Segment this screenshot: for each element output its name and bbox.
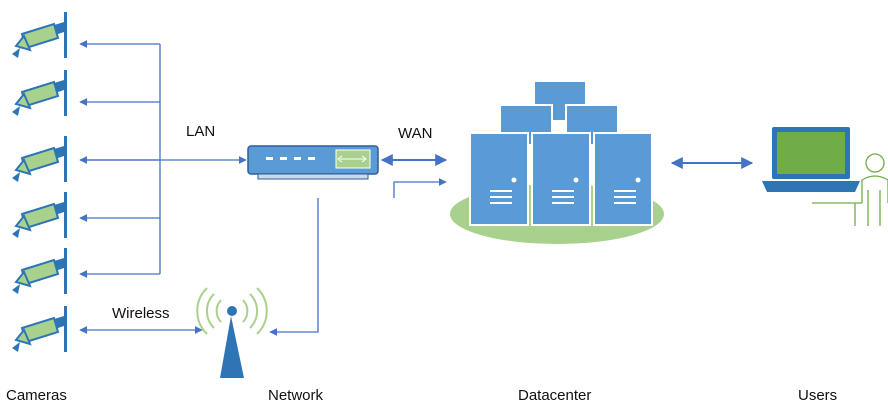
caption-users: Users [798,387,837,404]
wireless-label: Wireless [112,305,170,322]
camera-icon [12,248,67,294]
datacenter-input-link [393,178,447,198]
camera-group [12,12,67,352]
camera-icon [12,306,67,352]
caption-datacenter: Datacenter [518,387,591,404]
camera-icon [12,70,67,116]
caption-cameras: Cameras [6,387,67,404]
camera-icon [12,12,67,58]
datacenter-icon [450,80,664,244]
caption-network: Network [268,387,324,404]
lan-bus [79,40,247,278]
server-icon [469,132,529,226]
router-antenna-link [269,198,319,336]
server-icon [531,132,591,226]
lan-label: LAN [186,123,215,140]
laptop-icon [762,127,860,192]
wan-label: WAN [398,125,432,142]
camera-icon [12,136,67,182]
camera-icon [12,192,67,238]
wireless-waves-icon [196,287,268,335]
antenna-icon [196,287,268,378]
server-icon [593,132,653,226]
router-icon [247,145,379,180]
